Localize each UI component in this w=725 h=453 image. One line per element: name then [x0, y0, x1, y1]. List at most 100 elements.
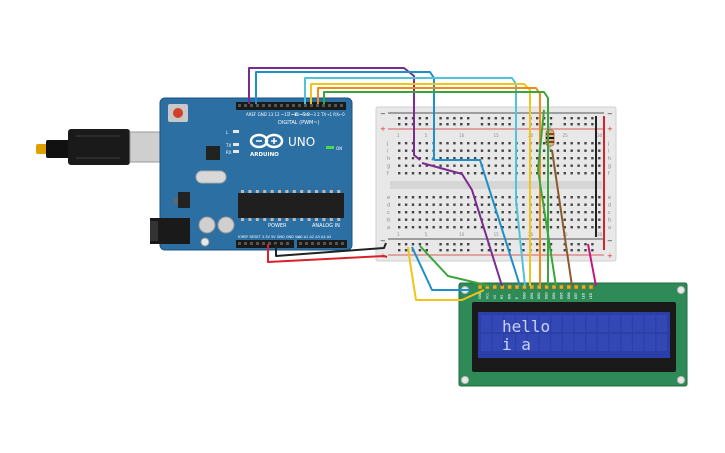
terminal-hole[interactable] — [584, 157, 587, 160]
terminal-hole[interactable] — [446, 211, 449, 214]
terminal-hole[interactable] — [584, 218, 587, 221]
terminal-hole[interactable] — [418, 164, 422, 167]
rail-hole[interactable] — [439, 249, 442, 252]
terminal-hole[interactable] — [577, 172, 580, 175]
terminal-hole[interactable] — [460, 157, 463, 160]
terminal-hole[interactable] — [570, 196, 573, 199]
terminal-hole[interactable] — [591, 203, 594, 206]
rail-hole[interactable] — [446, 117, 449, 120]
header-pin[interactable] — [244, 104, 247, 107]
terminal-hole[interactable] — [425, 211, 428, 214]
terminal-hole[interactable] — [591, 196, 594, 199]
rail-hole[interactable] — [487, 117, 491, 120]
rail-hole[interactable] — [439, 117, 442, 120]
rail-hole[interactable] — [398, 243, 401, 246]
terminal-hole[interactable] — [439, 196, 442, 199]
terminal-hole[interactable] — [404, 211, 408, 214]
rail-hole[interactable] — [404, 117, 408, 120]
terminal-hole[interactable] — [467, 211, 470, 214]
terminal-hole[interactable] — [556, 157, 560, 160]
terminal-hole[interactable] — [584, 149, 587, 152]
terminal-hole[interactable] — [411, 164, 415, 167]
terminal-hole[interactable] — [542, 164, 546, 167]
terminal-hole[interactable] — [591, 172, 594, 175]
header-pin[interactable] — [292, 104, 295, 107]
terminal-hole[interactable] — [418, 226, 422, 229]
rail-hole[interactable] — [439, 243, 442, 246]
rail-hole[interactable] — [563, 123, 566, 126]
rail-hole[interactable] — [460, 123, 463, 126]
rail-hole[interactable] — [453, 117, 456, 120]
terminal-hole[interactable] — [432, 172, 435, 175]
terminal-hole[interactable] — [473, 218, 477, 221]
terminal-hole[interactable] — [425, 203, 428, 206]
terminal-hole[interactable] — [570, 226, 573, 229]
terminal-hole[interactable] — [522, 196, 525, 199]
terminal-hole[interactable] — [473, 172, 477, 175]
rail-hole[interactable] — [425, 117, 428, 120]
wire-black-gnd[interactable] — [275, 242, 387, 257]
wire-yellow-pin4[interactable] — [310, 83, 531, 286]
lcd-pin[interactable] — [551, 284, 557, 290]
rail-hole[interactable] — [549, 243, 553, 246]
terminal-hole[interactable] — [425, 157, 428, 160]
terminal-hole[interactable] — [467, 157, 470, 160]
terminal-hole[interactable] — [460, 226, 463, 229]
terminal-hole[interactable] — [487, 203, 491, 206]
terminal-hole[interactable] — [598, 149, 601, 152]
terminal-hole[interactable] — [398, 157, 401, 160]
rail-hole[interactable] — [467, 243, 470, 246]
terminal-hole[interactable] — [480, 226, 484, 229]
rail-hole[interactable] — [501, 117, 504, 120]
arduino-board[interactable]: AREF GND 13 12 ~11 ~10 ~9 8 7 ~6 ~5 4 ~3… — [150, 97, 353, 251]
terminal-hole[interactable] — [522, 203, 525, 206]
rail-hole[interactable] — [563, 249, 566, 252]
terminal-hole[interactable] — [501, 157, 504, 160]
header-pin[interactable] — [280, 242, 283, 245]
wire-red-5v[interactable] — [267, 244, 388, 263]
terminal-hole[interactable] — [522, 142, 525, 145]
terminal-hole[interactable] — [591, 142, 594, 145]
rail-hole[interactable] — [591, 123, 594, 126]
terminal-hole[interactable] — [549, 149, 553, 152]
terminal-hole[interactable] — [446, 226, 449, 229]
header-pin[interactable] — [262, 104, 265, 107]
terminal-hole[interactable] — [411, 218, 415, 221]
terminal-hole[interactable] — [398, 203, 401, 206]
terminal-hole[interactable] — [570, 211, 573, 214]
rail-hole[interactable] — [487, 123, 491, 126]
terminal-hole[interactable] — [439, 164, 442, 167]
terminal-hole[interactable] — [508, 149, 511, 152]
terminal-hole[interactable] — [501, 218, 504, 221]
terminal-hole[interactable] — [494, 196, 497, 199]
terminal-hole[interactable] — [494, 157, 497, 160]
terminal-hole[interactable] — [425, 149, 428, 152]
terminal-hole[interactable] — [563, 157, 566, 160]
terminal-hole[interactable] — [522, 211, 525, 214]
header-pin[interactable] — [244, 242, 247, 245]
terminal-hole[interactable] — [425, 172, 428, 175]
terminal-hole[interactable] — [487, 149, 491, 152]
rail-hole[interactable] — [522, 117, 525, 120]
terminal-hole[interactable] — [515, 226, 518, 229]
terminal-hole[interactable] — [446, 218, 449, 221]
terminal-hole[interactable] — [563, 142, 566, 145]
terminal-hole[interactable] — [425, 164, 428, 167]
lcd-pin[interactable] — [477, 284, 483, 290]
terminal-hole[interactable] — [494, 142, 497, 145]
terminal-hole[interactable] — [501, 196, 504, 199]
rail-hole[interactable] — [494, 117, 497, 120]
rail-hole[interactable] — [570, 123, 573, 126]
rail-hole[interactable] — [480, 117, 484, 120]
terminal-hole[interactable] — [542, 157, 546, 160]
rail-hole[interactable] — [584, 117, 587, 120]
rail-hole[interactable] — [584, 123, 587, 126]
terminal-hole[interactable] — [425, 196, 428, 199]
header-pin[interactable] — [341, 242, 344, 245]
terminal-hole[interactable] — [418, 172, 422, 175]
terminal-hole[interactable] — [460, 149, 463, 152]
terminal-hole[interactable] — [460, 211, 463, 214]
terminal-hole[interactable] — [508, 218, 511, 221]
rail-hole[interactable] — [404, 123, 408, 126]
rail-hole[interactable] — [570, 117, 573, 120]
